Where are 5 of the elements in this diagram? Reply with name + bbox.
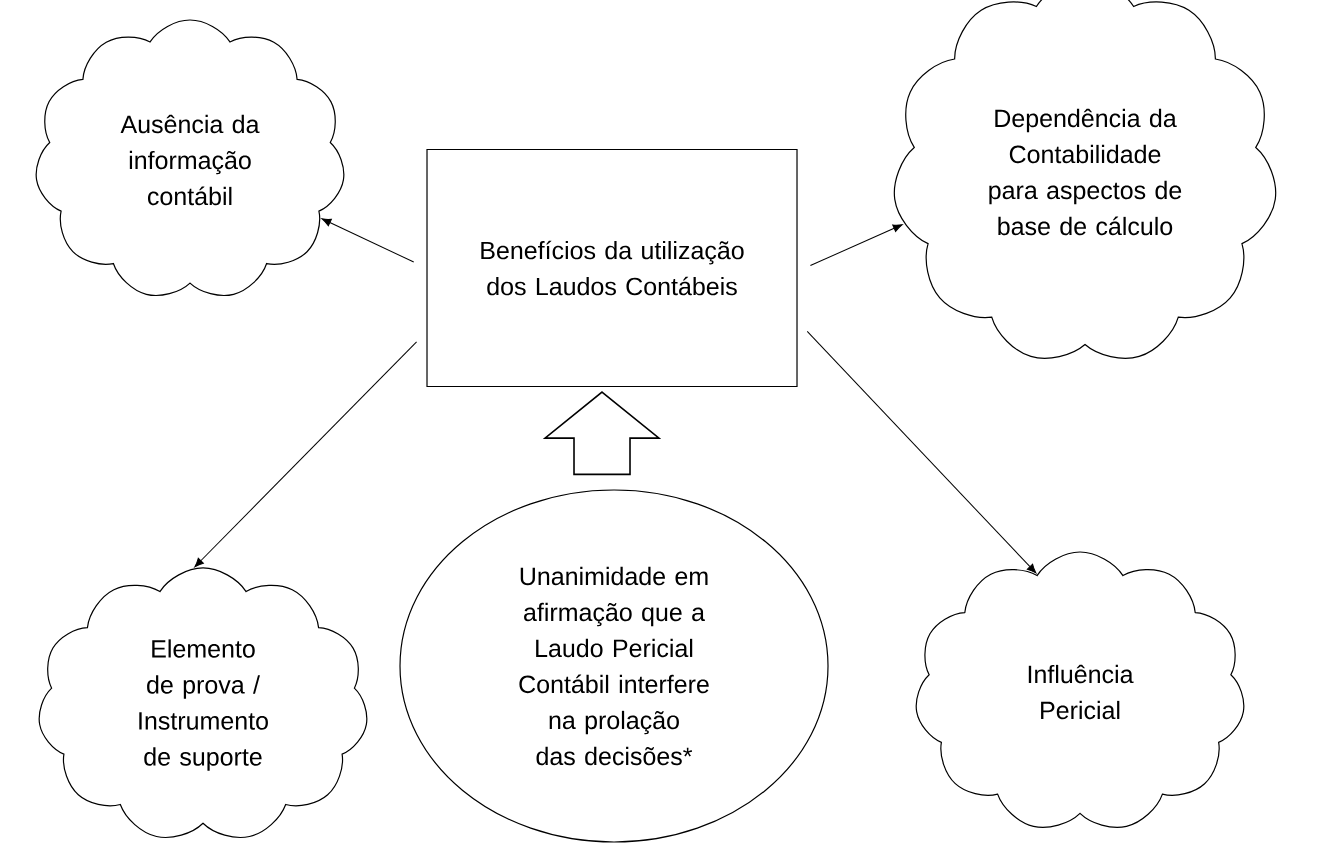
arrow — [809, 224, 903, 267]
arrow — [194, 341, 418, 568]
arrow — [806, 330, 1037, 574]
text-box: Benefícios da utilização dos Laudos Contábeis — [426, 148, 798, 388]
arrow — [321, 218, 415, 263]
